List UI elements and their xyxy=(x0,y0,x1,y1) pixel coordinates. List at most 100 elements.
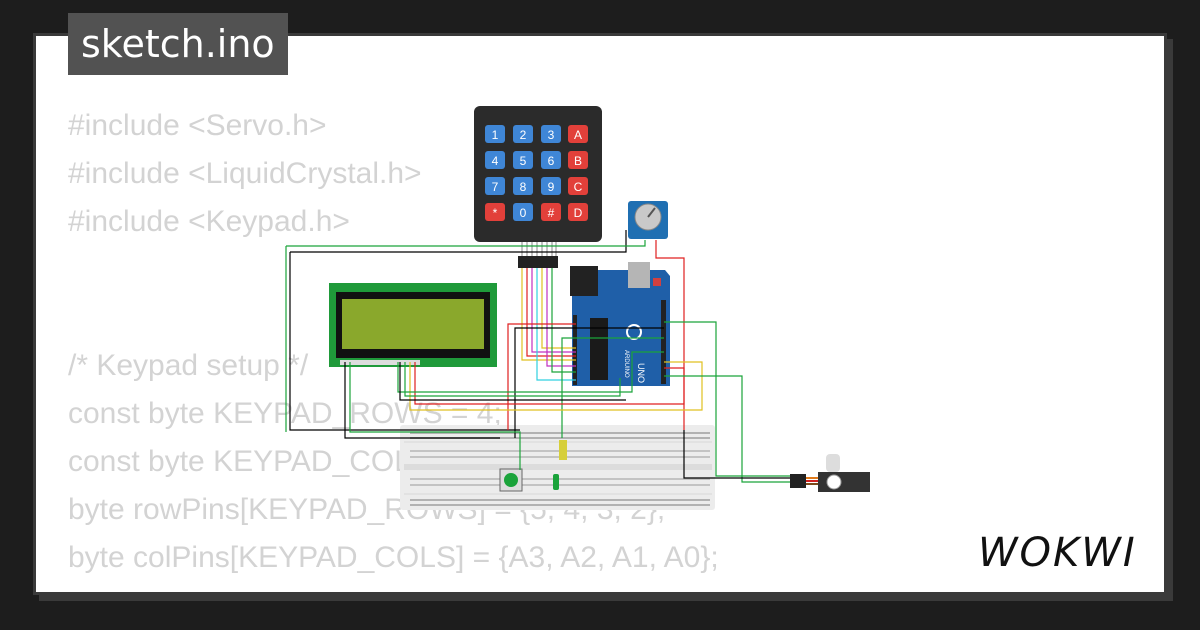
keypad-key-label: 3 xyxy=(548,128,555,142)
wire xyxy=(526,268,576,357)
keypad-key-label: # xyxy=(548,206,555,220)
code-editor: #include <Servo.h> #include <LiquidCrysta… xyxy=(68,102,721,592)
keypad-key[interactable] xyxy=(513,125,533,143)
wire xyxy=(399,362,626,401)
wire xyxy=(541,268,576,349)
keypad-key-label: 5 xyxy=(520,154,527,168)
wire xyxy=(683,430,790,479)
wire xyxy=(521,268,576,361)
keypad-key[interactable] xyxy=(568,203,588,221)
breadboard-divider xyxy=(404,464,712,470)
wire xyxy=(414,362,685,405)
code-line: #include <Servo.h> xyxy=(68,109,327,142)
wire xyxy=(344,362,500,439)
atmega-chip xyxy=(590,318,608,380)
push-button-cap[interactable] xyxy=(504,473,518,487)
wire xyxy=(664,321,790,477)
keypad-key-label: C xyxy=(574,180,583,194)
keypad-key[interactable] xyxy=(513,151,533,169)
potentiometer[interactable] xyxy=(628,201,668,239)
wires xyxy=(285,230,790,483)
keypad-keys xyxy=(485,125,588,221)
wire xyxy=(507,323,576,430)
keypad-key[interactable] xyxy=(568,151,588,169)
keypad-key-label: D xyxy=(574,206,583,220)
push-button[interactable] xyxy=(499,468,523,492)
keypad-key-label: A xyxy=(574,128,582,142)
led xyxy=(553,474,559,490)
lcd-display xyxy=(329,283,497,367)
keypad-key[interactable] xyxy=(541,125,561,143)
keypad-key-label: B xyxy=(574,154,582,168)
keypad-key-label: 8 xyxy=(520,180,527,194)
wire xyxy=(409,361,703,411)
keypad-key[interactable] xyxy=(568,125,588,143)
wire xyxy=(551,268,576,373)
wire xyxy=(349,362,521,470)
servo-horn xyxy=(826,474,842,490)
code-line: /* Keypad setup */ xyxy=(68,349,309,382)
keypad-key[interactable] xyxy=(513,203,533,221)
keypad-key-label: * xyxy=(493,206,498,220)
keypad-connector xyxy=(518,256,558,268)
keypad-key-label: 7 xyxy=(492,180,499,194)
keypad-ribbon xyxy=(521,242,557,256)
board-model-label: UNO xyxy=(636,363,646,383)
code-line: char keys[KEYPAD_ROWS][KEYPAD_COLS] = { xyxy=(68,582,721,592)
arduino-uno: UNO ARDUINO xyxy=(570,262,670,386)
resistor xyxy=(559,440,567,460)
lcd-pin-header xyxy=(340,360,420,365)
code-line: const byte KEYPAD_COLS = 4; xyxy=(68,445,491,478)
wire xyxy=(404,362,621,397)
code-line: const byte KEYPAD_ROWS = 4; xyxy=(68,397,502,430)
keypad-key[interactable] xyxy=(541,151,561,169)
digital-header xyxy=(661,300,666,384)
wire xyxy=(664,375,790,483)
keypad-key-label: 1 xyxy=(492,128,499,142)
wire xyxy=(397,351,664,393)
wokwi-logo: WOKWI xyxy=(978,530,1137,576)
wire xyxy=(546,268,576,367)
board-brand-label: ARDUINO xyxy=(623,350,629,378)
keypad-key-label: 9 xyxy=(548,180,555,194)
wire xyxy=(561,337,664,438)
potentiometer-indicator xyxy=(647,207,656,218)
breadboard xyxy=(400,425,715,510)
arduino-logo-icon xyxy=(626,324,642,340)
wokwi-logo-text: WOKWI xyxy=(978,530,1137,576)
lcd-screen xyxy=(342,299,484,349)
wire xyxy=(289,252,520,431)
power-jack xyxy=(570,266,598,296)
keypad-key[interactable] xyxy=(568,177,588,195)
servo-body xyxy=(818,472,870,492)
keypad-key-label: 2 xyxy=(520,128,527,142)
keypad-key-label: 4 xyxy=(492,154,499,168)
keypad-key-label: 6 xyxy=(548,154,555,168)
wire xyxy=(655,240,685,430)
usb-port xyxy=(628,262,650,288)
servo-motor xyxy=(790,454,870,492)
keypad-key-labels: 1 2 3 A 4 5 6 B 7 8 9 C * 0 # D xyxy=(492,128,583,220)
keypad-key[interactable] xyxy=(485,125,505,143)
code-line: byte colPins[KEYPAD_COLS] = {A3, A2, A1,… xyxy=(68,541,719,574)
keypad-key[interactable] xyxy=(485,203,505,221)
keypad-key[interactable] xyxy=(485,151,505,169)
filename-tab[interactable]: sketch.ino xyxy=(68,13,288,75)
wire xyxy=(514,327,664,438)
keypad-key[interactable] xyxy=(513,177,533,195)
wire xyxy=(536,268,576,381)
keypad-key-label: 0 xyxy=(520,206,527,220)
code-line: #include <LiquidCrystal.h> xyxy=(68,157,422,190)
code-line: #include <Keypad.h> xyxy=(68,205,350,238)
keypad-key[interactable] xyxy=(541,203,561,221)
keypad-key[interactable] xyxy=(541,177,561,195)
wire xyxy=(290,230,627,253)
servo-connector xyxy=(790,474,806,488)
wire xyxy=(531,268,576,353)
wire xyxy=(286,240,646,247)
reset-button[interactable] xyxy=(653,278,661,286)
servo-arm xyxy=(826,454,840,472)
keypad[interactable]: 1 2 3 A 4 5 6 B 7 8 9 C * 0 # D xyxy=(474,106,602,268)
keypad-key[interactable] xyxy=(485,177,505,195)
